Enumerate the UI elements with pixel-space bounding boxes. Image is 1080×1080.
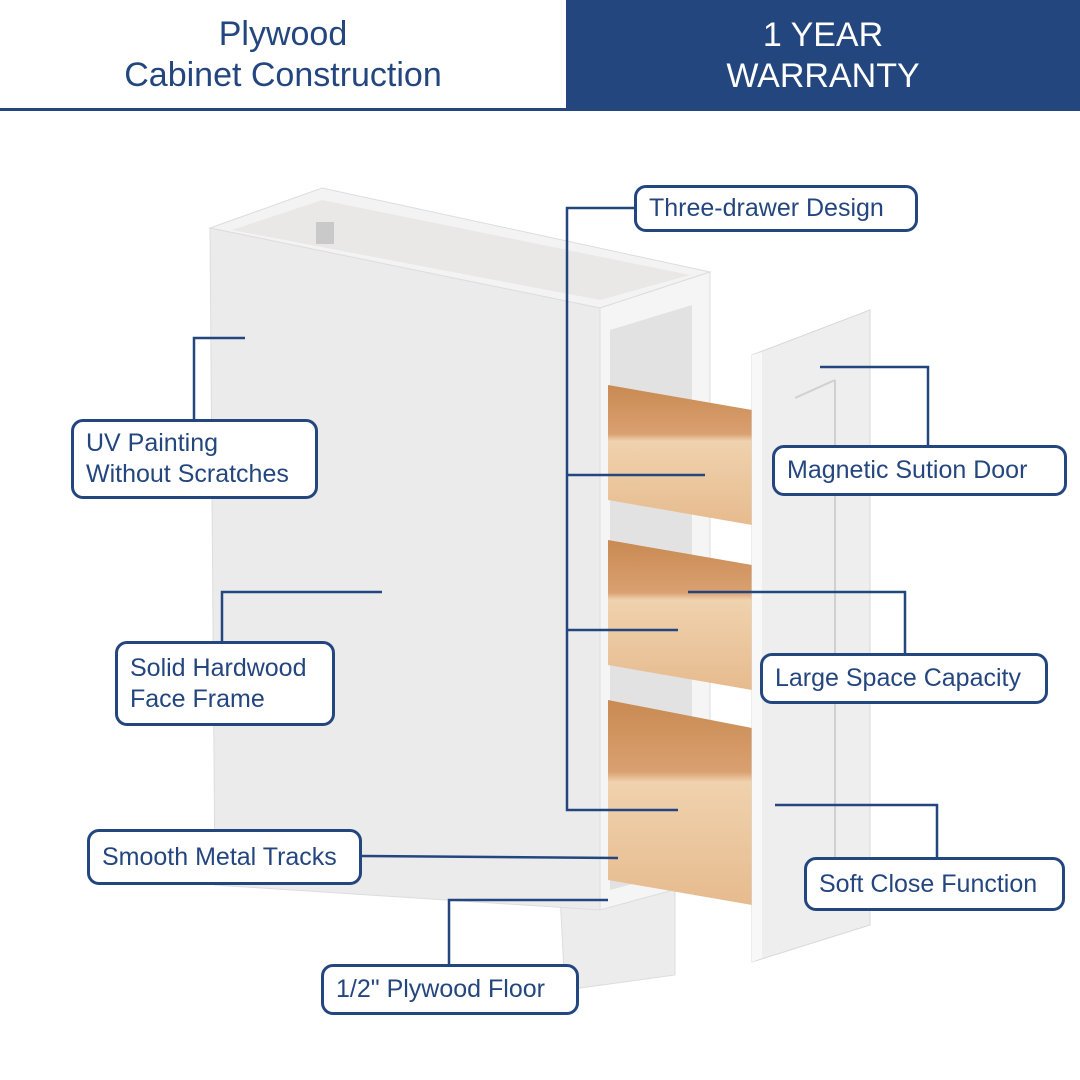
label-three-drawer-design: Three-drawer Design (634, 185, 918, 232)
label-text: Magnetic Sution Door (787, 456, 1028, 484)
label-text: UV Painting (86, 429, 219, 457)
cabinet-side-panel (209, 227, 601, 911)
door-edge (752, 352, 762, 962)
label-text: Without Scratches (86, 460, 289, 488)
drawer-2 (608, 540, 752, 690)
label-text: Solid Hardwood (130, 653, 307, 682)
header-divider (0, 108, 566, 111)
label-text: Smooth Metal Tracks (102, 842, 337, 871)
warranty-line2: WARRANTY (726, 56, 920, 95)
drawer-3 (608, 700, 752, 905)
label-text: Face Frame (130, 684, 265, 713)
label-text: Soft Close Function (819, 869, 1038, 898)
label-soft-close: Soft Close Function (804, 857, 1065, 911)
header-title: Plywood Cabinet Construction (0, 0, 566, 110)
header-title-line2: Cabinet Construction (124, 56, 442, 94)
label-text: Three-drawer Design (649, 194, 884, 222)
cabinet-interior (232, 200, 690, 300)
label-large-space: Large Space Capacity (760, 653, 1048, 704)
warranty-line1: 1 YEAR (762, 15, 884, 54)
label-metal-tracks: Smooth Metal Tracks (87, 829, 362, 885)
leader-lines (192, 206, 939, 964)
hinge (316, 222, 334, 244)
drawer-1 (608, 385, 752, 525)
label-text: Large Space Capacity (775, 664, 1021, 692)
warranty-banner: 1 YEAR WARRANTY (566, 0, 1080, 111)
label-plywood-floor: 1/2" Plywood Floor (321, 964, 579, 1015)
label-magnetic-door: Magnetic Sution Door (772, 445, 1067, 496)
header-title-line1: Plywood (218, 15, 348, 53)
label-text: 1/2" Plywood Floor (336, 975, 545, 1003)
